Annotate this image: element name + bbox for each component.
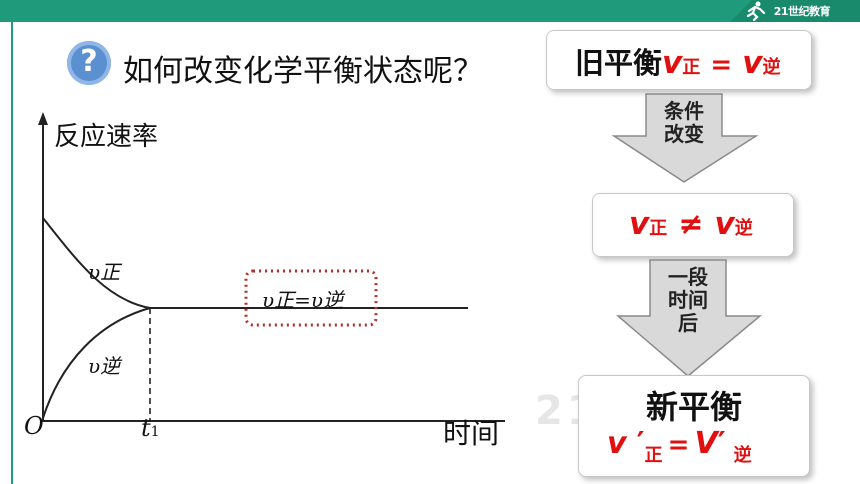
forward-rate-curve: [42, 217, 151, 309]
after-time-label: 一段时间后: [668, 265, 708, 335]
reverse-curve-label: υ逆: [88, 354, 121, 378]
equal-rate-box: [244, 269, 378, 327]
new-equilibrium-box: 新平衡 v′正 = V′逆: [578, 375, 810, 477]
origin-label: O: [24, 412, 44, 440]
reverse-rate-curve: [42, 307, 151, 419]
x-axis-label: 时间: [443, 417, 500, 450]
top-bar: [0, 0, 860, 22]
question-icon: ?: [67, 41, 111, 85]
rate-time-graph: [38, 112, 505, 422]
old-equilibrium-box: 旧平衡v正 = v逆: [546, 30, 812, 90]
old-equilibrium-title: 旧平衡: [575, 46, 663, 80]
question-heading: 如何改变化学平衡状态呢？: [123, 54, 483, 89]
top-bar-fold: [730, 0, 860, 22]
new-equilibrium-title: 新平衡: [645, 388, 742, 426]
y-axis-label: 反应速率: [54, 122, 159, 152]
left-accent-line: [11, 22, 13, 484]
down-arrow-condition: [611, 93, 759, 183]
condition-change-label: 条件改变: [664, 99, 704, 146]
brand-logo: 21世纪教育: [773, 5, 831, 18]
runner-icon: [746, 1, 766, 21]
t1-label: t1: [141, 414, 160, 442]
forward-curve-label: υ正: [88, 260, 121, 284]
equal-rate-label: υ正=υ逆: [262, 288, 344, 312]
unequal-rate-box: v正 ≠ v逆: [592, 193, 794, 257]
down-arrow-time: [615, 259, 763, 377]
